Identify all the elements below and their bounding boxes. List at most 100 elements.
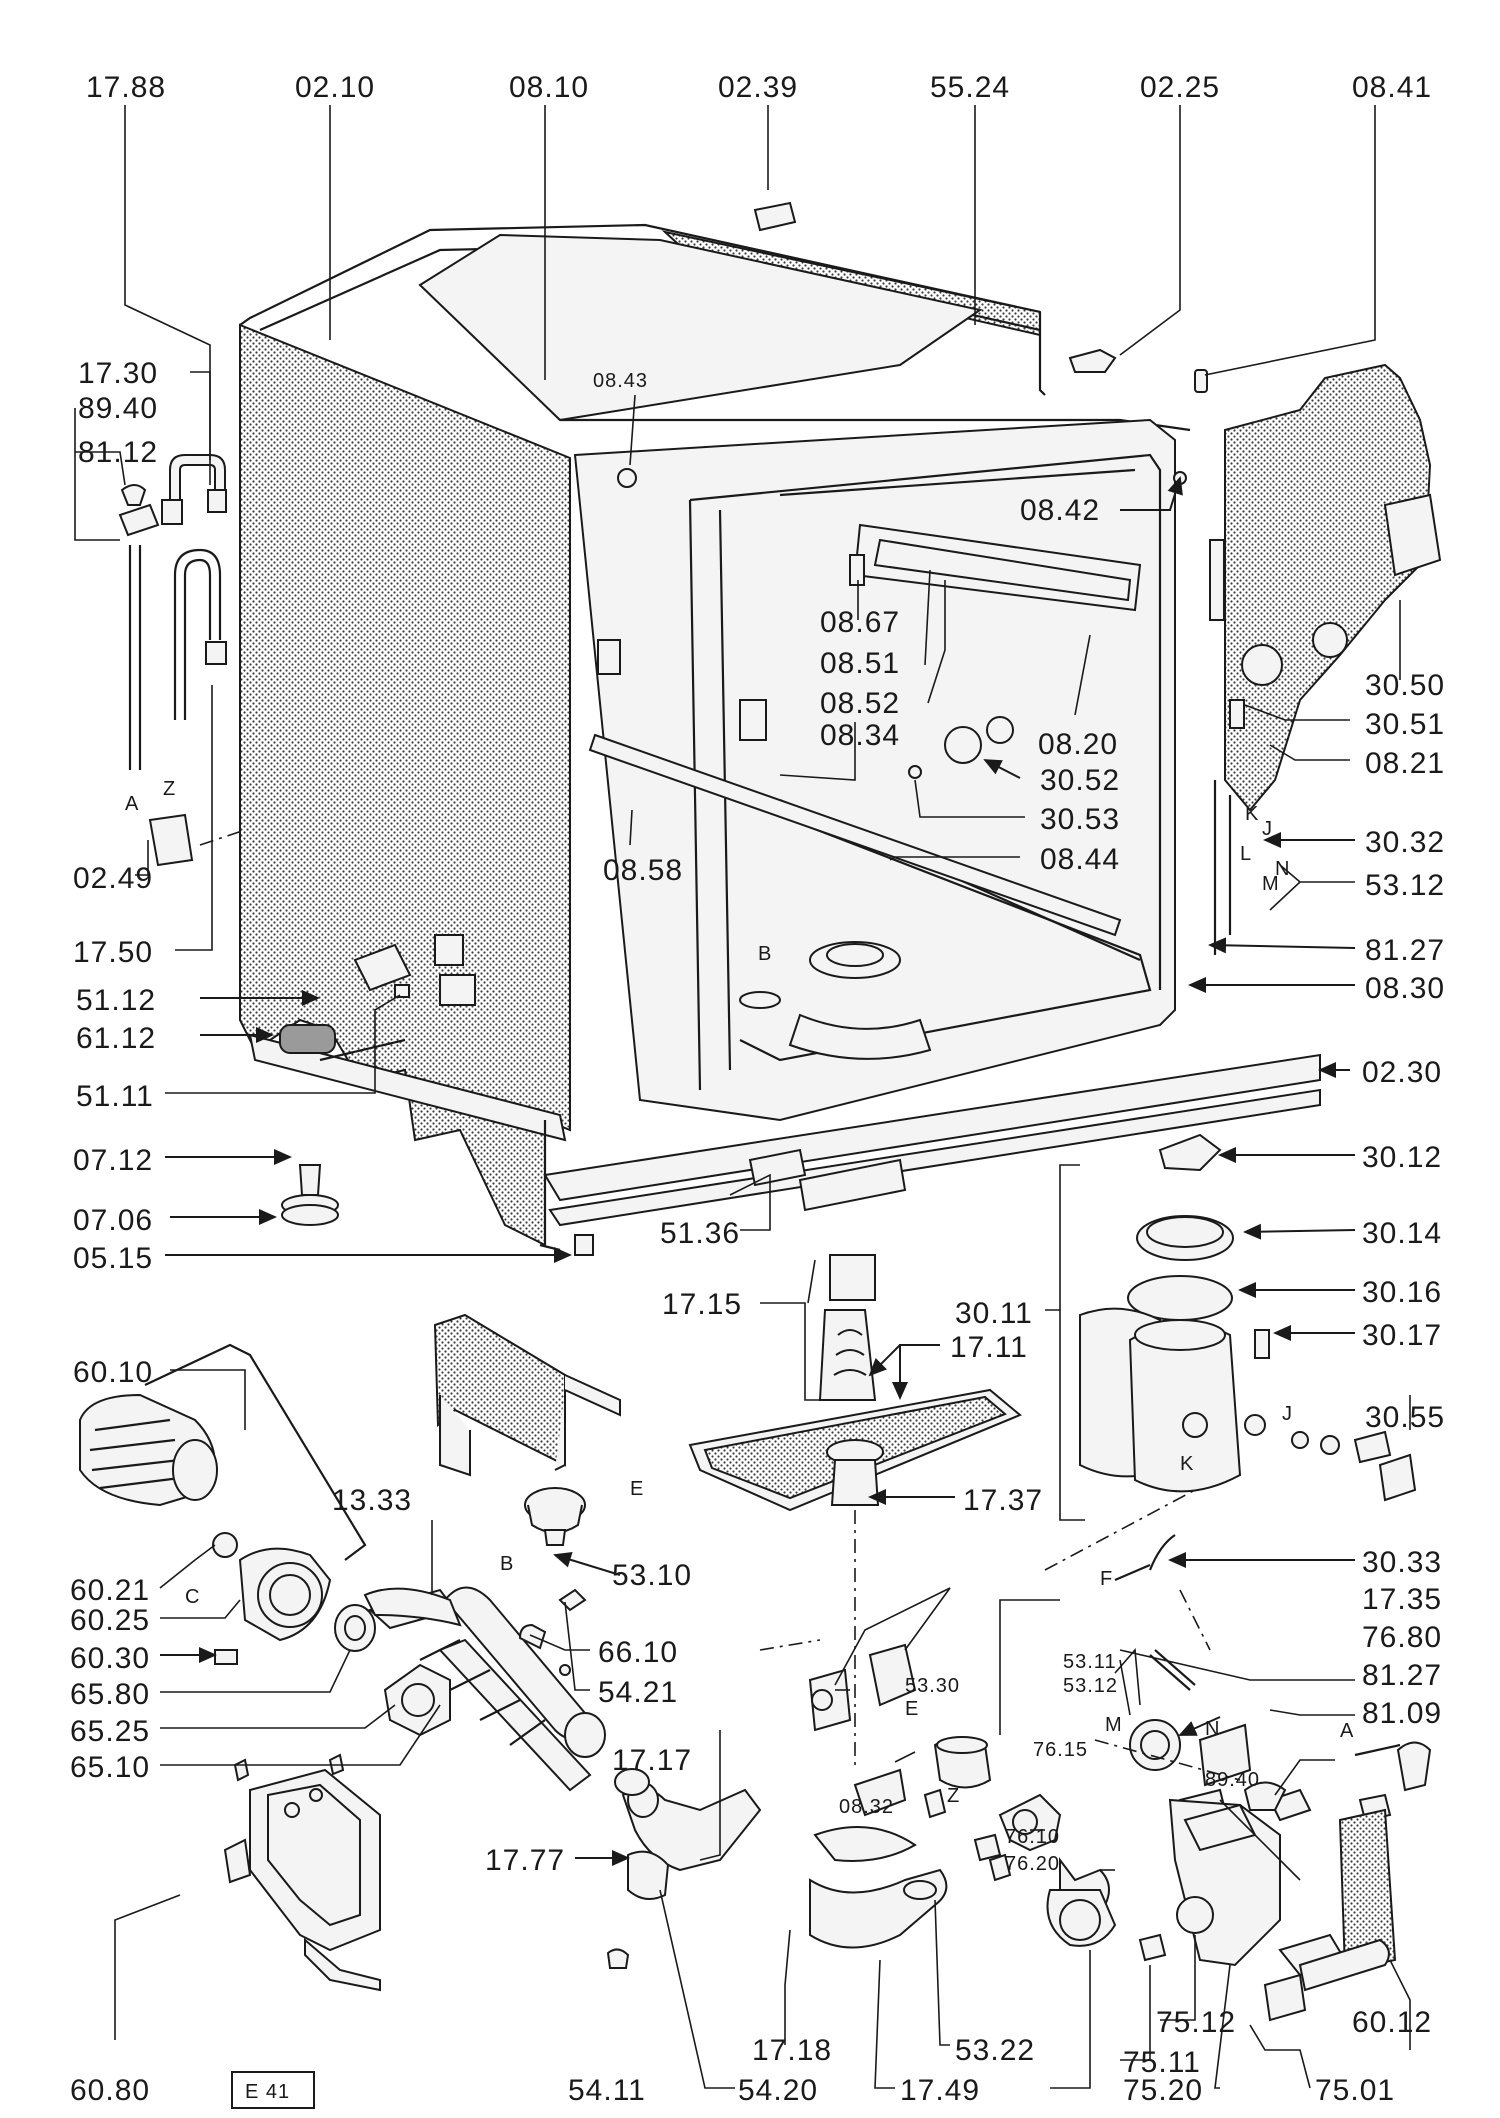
label-02-39: 02.39 <box>718 71 798 104</box>
letter-b-tub: B <box>758 943 772 965</box>
label-76-80: 76.80 <box>1362 1621 1442 1654</box>
label-60-25: 60.25 <box>70 1604 150 1637</box>
label-30-16: 30.16 <box>1362 1276 1442 1309</box>
label-75-20: 75.20 <box>1123 2074 1203 2107</box>
label-76-10: 76.10 <box>1005 1826 1060 1848</box>
letter-j-right: J <box>1262 818 1273 840</box>
label-17-37: 17.37 <box>963 1484 1043 1517</box>
letter-l-right: L <box>1240 843 1252 865</box>
letter-z-lower: Z <box>947 1785 960 1807</box>
label-17-35: 17.35 <box>1362 1583 1442 1616</box>
heater-and-hoses <box>367 1586 762 1969</box>
label-17-17: 17.17 <box>612 1744 692 1777</box>
label-30-14: 30.14 <box>1362 1217 1442 1250</box>
label-76-15: 76.15 <box>1033 1739 1088 1761</box>
side-panel <box>1213 363 1442 955</box>
label-60-10: 60.10 <box>73 1356 153 1389</box>
label-08-43: 08.43 <box>593 370 648 392</box>
label-02-49: 02.49 <box>73 862 153 895</box>
label-08-67: 08.67 <box>820 606 900 639</box>
letter-n-lower: N <box>1205 1718 1220 1740</box>
label-17-11: 17.11 <box>950 1331 1028 1364</box>
label-81-09: 81.09 <box>1362 1697 1442 1730</box>
label-05-15: 05.15 <box>73 1242 153 1275</box>
label-65-25: 65.25 <box>70 1715 150 1748</box>
label-53-10: 53.10 <box>612 1559 692 1592</box>
part-labels: 17.88 02.10 08.10 02.39 55.24 02.25 08.4… <box>70 71 1445 2107</box>
label-53-11: 53.11 <box>1063 1651 1117 1673</box>
label-07-12: 07.12 <box>73 1144 153 1177</box>
label-17-30: 17.30 <box>78 357 158 390</box>
label-76-20: 76.20 <box>1005 1853 1060 1875</box>
label-30-17: 30.17 <box>1362 1319 1442 1352</box>
label-17-18: 17.18 <box>752 2034 832 2067</box>
label-51-36: 51.36 <box>660 1217 740 1250</box>
label-17-77: 17.77 <box>485 1844 565 1877</box>
leader-lines <box>74 105 1411 2089</box>
label-08-30: 08.30 <box>1365 972 1445 1005</box>
motor-bracket <box>223 1753 381 1992</box>
label-30-53: 30.53 <box>1040 803 1120 836</box>
letter-a-lower: A <box>1340 1720 1354 1742</box>
motor-pump-assembly <box>79 1343 451 1737</box>
label-08-21: 08.21 <box>1365 747 1445 780</box>
cabinet-frame <box>239 223 1321 1252</box>
label-30-32: 30.32 <box>1365 826 1445 859</box>
label-08-10: 08.10 <box>509 71 589 104</box>
letter-e-lower: E <box>905 1698 919 1720</box>
label-60-80: 60.80 <box>70 2074 150 2107</box>
plate-label: E 41 <box>245 2081 290 2103</box>
letter-a-left: A <box>125 793 139 815</box>
label-08-20: 08.20 <box>1038 728 1118 761</box>
label-54-20: 54.20 <box>738 2074 818 2107</box>
label-53-12-right: 53.12 <box>1365 869 1445 902</box>
label-08-52: 08.52 <box>820 687 900 720</box>
label-51-11: 51.11 <box>76 1080 154 1113</box>
label-53-12-lower: 53.12 <box>1063 1675 1118 1697</box>
letter-m-lower: M <box>1105 1714 1123 1736</box>
label-30-33: 30.33 <box>1362 1546 1442 1579</box>
label-08-44: 08.44 <box>1040 843 1120 876</box>
label-30-52: 30.52 <box>1040 764 1120 797</box>
label-65-80: 65.80 <box>70 1678 150 1711</box>
label-30-12: 30.12 <box>1362 1141 1442 1174</box>
label-08-58: 08.58 <box>603 854 683 887</box>
label-54-21: 54.21 <box>598 1676 678 1709</box>
label-08-32: 08.32 <box>839 1796 894 1818</box>
drain-pump-cluster <box>808 1643 1432 2022</box>
label-02-30: 02.30 <box>1362 1056 1442 1089</box>
label-81-27-right: 81.27 <box>1365 934 1445 967</box>
sump-filter-assembly <box>688 1254 1022 1770</box>
letter-n-right: N <box>1275 858 1290 880</box>
label-51-12: 51.12 <box>76 984 156 1017</box>
label-60-21: 60.21 <box>70 1574 150 1607</box>
label-61-12: 61.12 <box>76 1022 156 1055</box>
label-30-11: 30.11 <box>955 1297 1033 1330</box>
letter-b-hose: B <box>500 1553 514 1575</box>
label-17-15: 17.15 <box>662 1288 742 1321</box>
letter-f: F <box>1100 1568 1113 1590</box>
label-60-12: 60.12 <box>1352 2006 1432 2039</box>
label-08-41: 08.41 <box>1352 71 1432 104</box>
label-02-10: 02.10 <box>295 71 375 104</box>
label-08-51: 08.51 <box>820 647 900 680</box>
letter-k-container: K <box>1180 1453 1194 1475</box>
label-66-10: 66.10 <box>598 1636 678 1669</box>
label-65-10: 65.10 <box>70 1751 150 1784</box>
label-60-30: 60.30 <box>70 1642 150 1675</box>
label-13-33: 13.33 <box>332 1484 412 1517</box>
label-81-12: 81.12 <box>78 436 158 469</box>
label-30-55: 30.55 <box>1365 1401 1445 1434</box>
label-17-88: 17.88 <box>86 71 166 104</box>
label-07-06: 07.06 <box>73 1204 153 1237</box>
inlet-hoses <box>118 454 246 867</box>
plate-reference: E 41 <box>231 2071 315 2109</box>
label-75-01: 75.01 <box>1315 2074 1395 2107</box>
connection-letters: A Z B K J L N M J K E B C F E M N A Z <box>125 778 1354 1807</box>
label-55-24: 55.24 <box>930 71 1010 104</box>
label-02-25: 02.25 <box>1140 71 1220 104</box>
label-08-34: 08.34 <box>820 719 900 752</box>
label-75-11: 75.11 <box>1123 2046 1201 2079</box>
label-17-50: 17.50 <box>73 936 153 969</box>
